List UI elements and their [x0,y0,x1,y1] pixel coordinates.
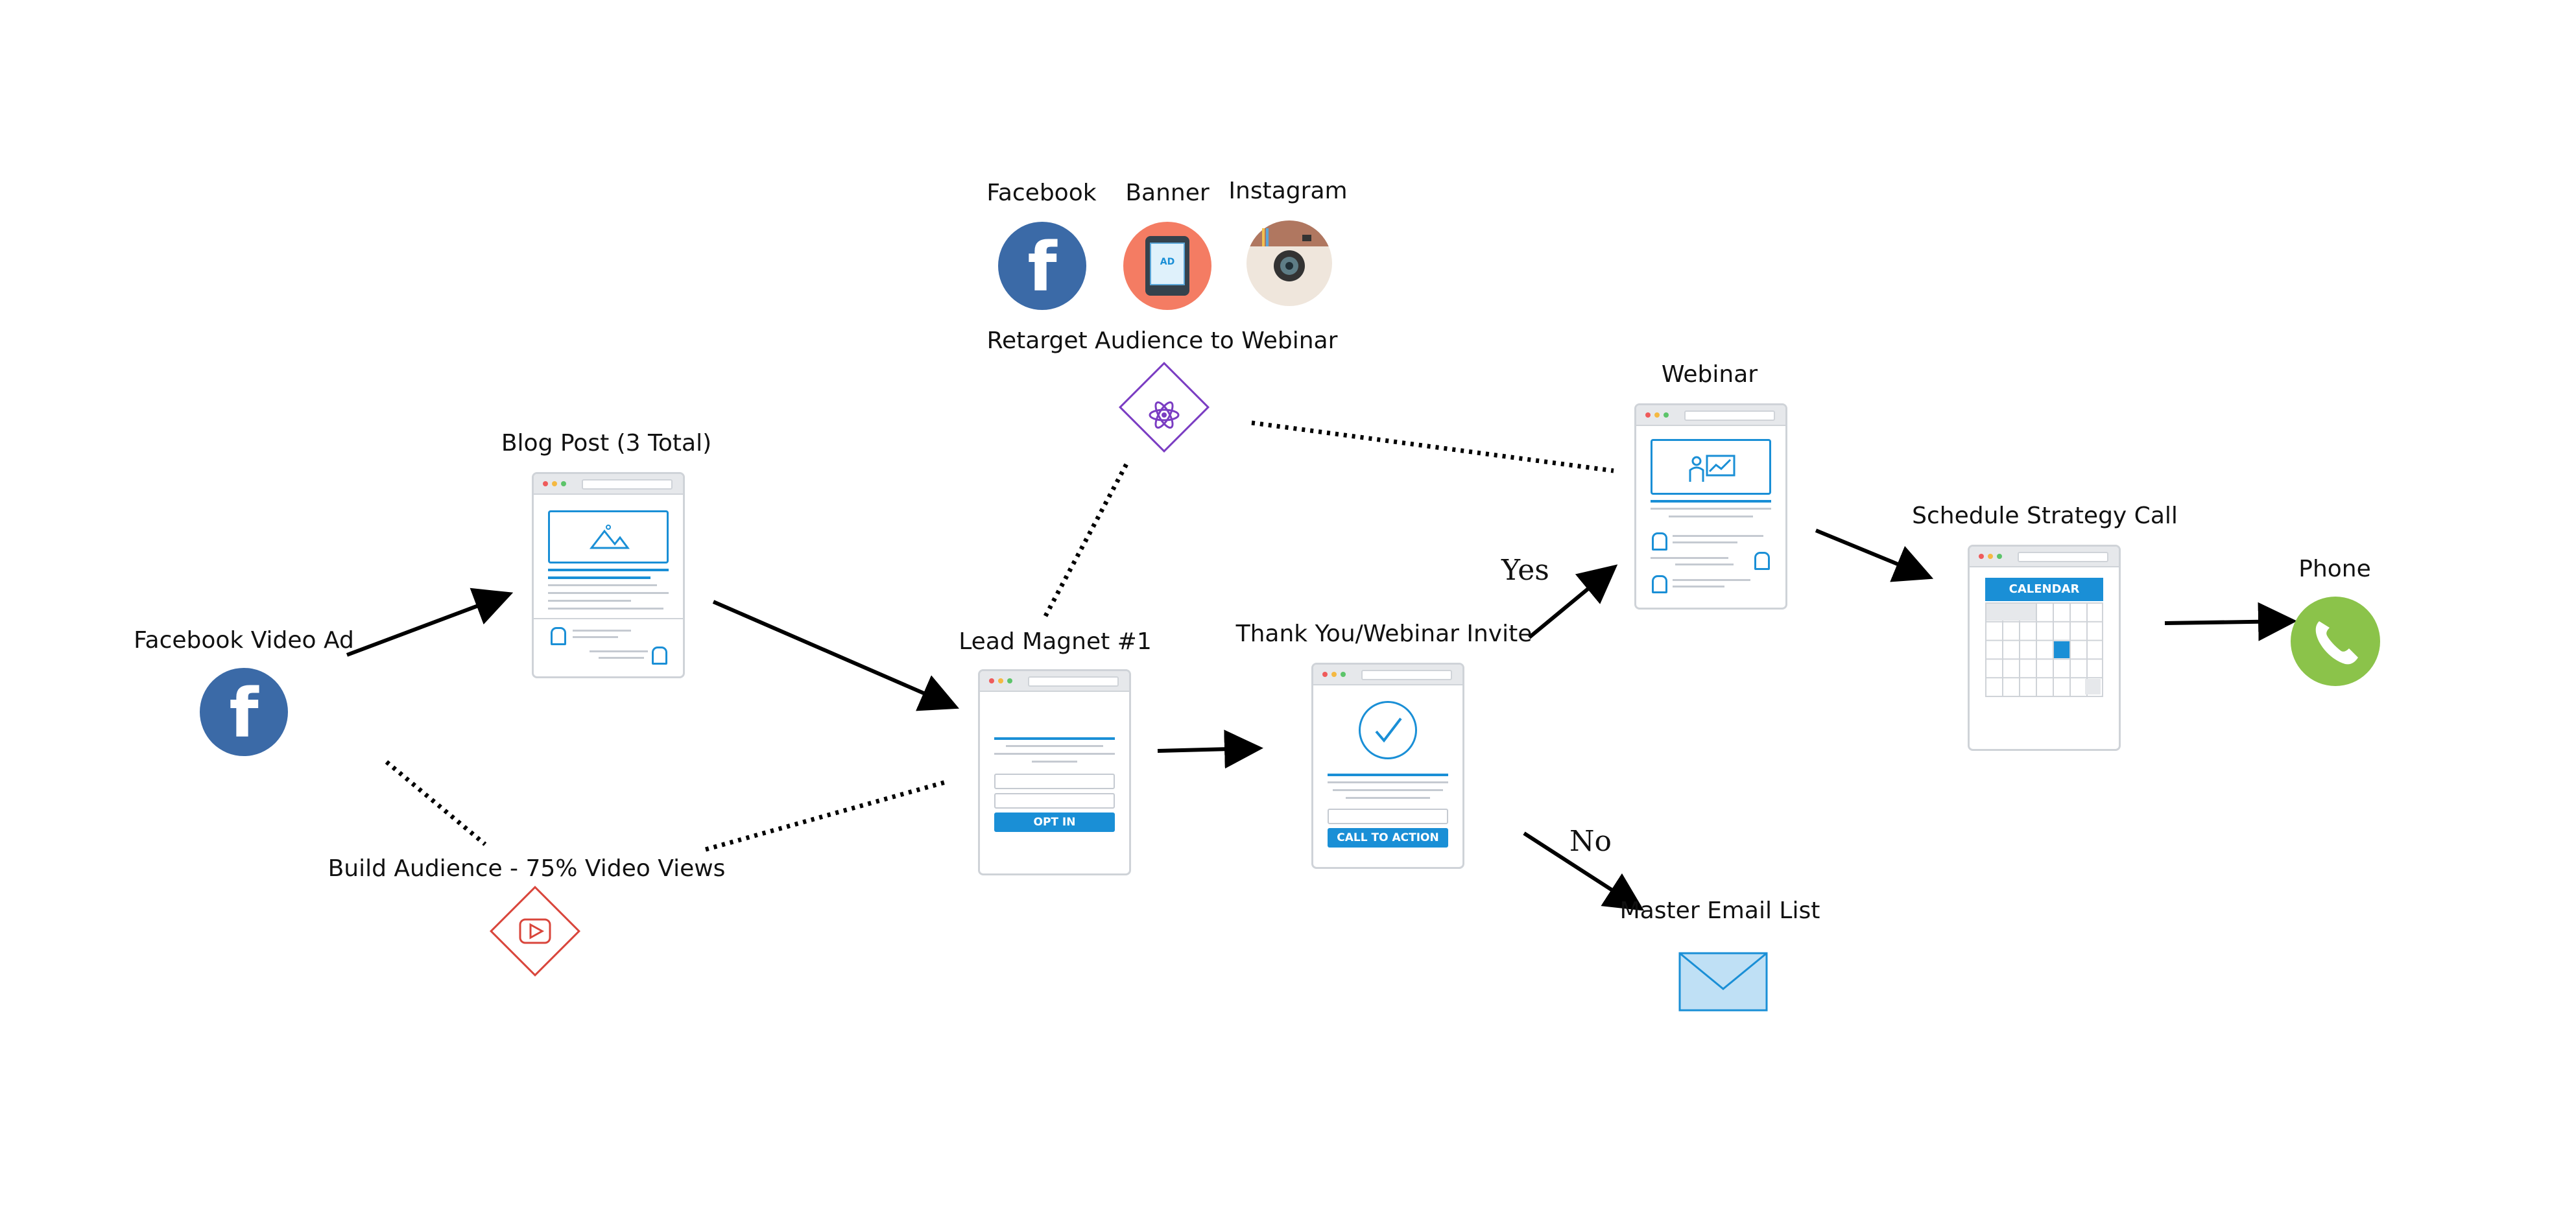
opt-in-button: OPT IN [994,813,1115,832]
dotted-lead-magnet-to-retarget [1043,459,1131,617]
blog-post-page-icon [532,472,685,678]
email-envelope-icon [1678,952,1768,1012]
blog-post-label: Blog Post (3 Total) [501,430,712,457]
calendar-page-icon: CALENDAR [1968,545,2121,751]
webinar-label: Webinar [1661,361,1758,388]
webinar-page-icon [1634,403,1787,610]
presenter-chart-icon [1651,439,1771,495]
facebook-video-ad-label: Facebook Video Ad [134,627,354,654]
phone-icon [2291,597,2380,686]
instagram-label: Instagram [1228,178,1348,204]
dotted-fb-ad-to-audience [385,760,487,846]
arrow-lead-magnet-to-thank-you [1157,730,1263,769]
thank-you-page-icon: CALL TO ACTION [1311,663,1464,869]
arrow-blog-to-lead-magnet [712,600,960,711]
lead-magnet-label: Lead Magnet #1 [959,628,1152,655]
user-icon [551,627,566,645]
youtube-diamond-icon [489,885,581,977]
call-to-action-button: CALL TO ACTION [1328,828,1448,848]
phone-label: Phone [2298,556,2371,582]
arrow-thank-you-to-email [1523,831,1645,911]
build-audience-label: Build Audience - 75% Video Views [328,855,726,882]
banner-label: Banner [1125,180,1210,206]
no-label: No [1569,825,1612,858]
facebook-icon: f [998,222,1086,310]
user-icon [1652,575,1667,593]
checkmark-icon [1359,701,1417,759]
arrow-schedule-to-phone [2164,602,2297,641]
user-icon [652,647,667,665]
retarget-label: Retarget Audience to Webinar [986,327,1338,354]
calendar-grid [1985,602,2103,697]
user-icon [1652,532,1667,551]
retarget-atom-icon [1118,361,1210,453]
dotted-audience-to-lead-magnet [705,779,949,852]
user-icon [1754,552,1770,570]
schedule-call-label: Schedule Strategy Call [1912,503,2178,529]
arrow-webinar-to-schedule [1815,528,1934,582]
yes-label: Yes [1501,554,1549,587]
calendar-header: CALENDAR [1985,578,2103,601]
lead-magnet-page-icon: OPT IN [978,669,1131,875]
facebook-label: Facebook [986,180,1097,206]
instagram-icon [1246,220,1332,306]
arrow-thank-you-to-webinar [1528,564,1618,639]
banner-ad-icon: AD [1123,222,1211,310]
facebook-icon: f [200,668,288,756]
arrow-fb-ad-to-blog [346,587,514,657]
thank-you-label: Thank You/Webinar Invite [1235,621,1532,647]
master-email-list-label: Master Email List [1619,897,1820,924]
dotted-retarget-to-webinar [1251,420,1614,473]
